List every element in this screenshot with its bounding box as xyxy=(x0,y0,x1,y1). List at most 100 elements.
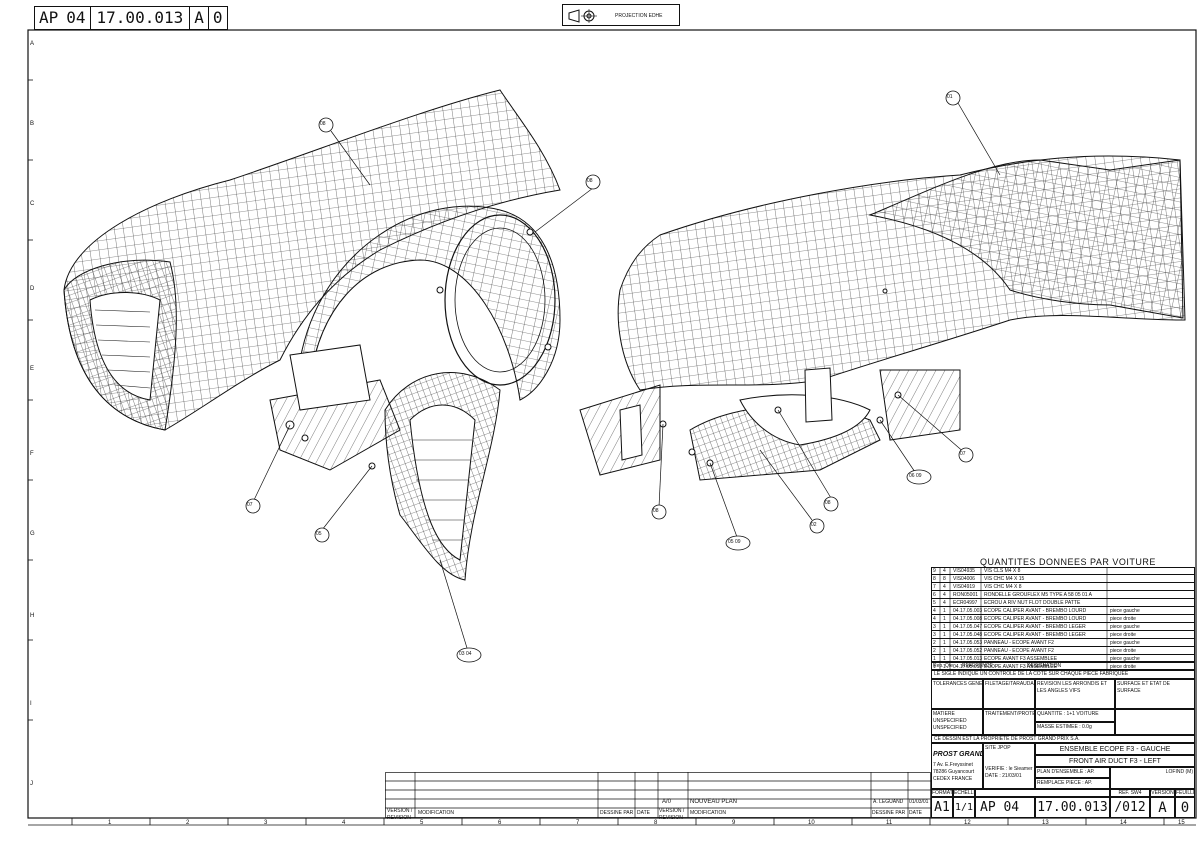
title-fr: ENSEMBLE ECOPE F3 - GAUCHE xyxy=(1035,743,1195,755)
balloon-05-09: 05 09 xyxy=(728,539,741,545)
matiere-label: MATIERE xyxy=(933,711,955,717)
bom-grid xyxy=(939,567,1108,671)
matiere-value-2: UNSPECIFIED xyxy=(933,725,967,731)
number-spacer xyxy=(975,789,1110,797)
ref-sw-label: REF. SW4 xyxy=(1110,789,1150,797)
bom-header-rep: Rep. xyxy=(933,663,944,669)
rev-col-version-right: VERSION / REVISION xyxy=(659,808,685,821)
balloon-08-top: 08 xyxy=(320,121,326,127)
revision-table-grid xyxy=(385,772,931,818)
date-label: DATE : 21/03/01 xyxy=(985,773,1022,779)
ref-sheet: 0 xyxy=(212,8,223,27)
row-label-i: I xyxy=(30,701,32,707)
projection-symbol-icon xyxy=(568,9,597,23)
control-note: LE SIGLE INDIQUE UN CONTROLE DE LA COTE … xyxy=(931,670,1195,679)
filetage-cell: FILETAGE/TARAUDAGE xyxy=(983,679,1035,709)
rev-entry-version: A/0 xyxy=(662,799,672,805)
empty-cell xyxy=(1115,709,1195,735)
col-label-9: 9 xyxy=(732,820,736,826)
tb-group: 04 xyxy=(1003,800,1020,815)
title-en: FRONT AIR DUCT F3 - LEFT xyxy=(1035,755,1195,767)
bom-header-designation: DESIGNATION xyxy=(1027,663,1062,669)
balloon-08-right-mid: 08 xyxy=(825,500,831,506)
ref-group: 04 xyxy=(62,7,91,29)
matiere-value-1: UNSPECIFIED xyxy=(933,718,967,724)
col-label-12: 12 xyxy=(964,820,971,826)
right-air-duct-assembly xyxy=(579,155,1186,481)
quantite-cell: QUANTITE : 1+1 VOITURE xyxy=(1035,709,1115,722)
revision-note-cell: REVISION LES ARRONDIS ET LES ANGLES VIFS xyxy=(1035,679,1115,709)
item-balloons xyxy=(245,90,974,663)
col-label-15: 15 xyxy=(1178,820,1185,826)
tb-ap-group: AP 04 xyxy=(975,797,1035,818)
surface-cell: SURFACE ET ETAT DE SURFACE xyxy=(1115,679,1195,709)
col-label-1: 1 xyxy=(108,820,112,826)
plan-ensemble: PLAN D'ENSEMBLE : AP. xyxy=(1035,767,1110,778)
rev-col-date-right: DATE xyxy=(909,810,922,816)
echelle-value: 1/1 xyxy=(953,797,975,818)
balloon-05-left: 05 xyxy=(316,531,322,537)
tb-ap: AP xyxy=(980,800,996,815)
row-label-c: C xyxy=(30,201,35,207)
rev-col-version-left: VERSION / REVISION xyxy=(387,808,413,821)
rev-entry-dessine: A. LEGUAND xyxy=(873,799,904,805)
lofind-cell: LOFIND (M) xyxy=(1110,767,1195,789)
left-air-duct-assembly xyxy=(63,89,561,581)
balloon-03-04: 03 04 xyxy=(459,651,472,657)
matiere-cell: MATIERE UNSPECIFIED UNSPECIFIED xyxy=(931,709,983,735)
balloon-07-right: 07 xyxy=(960,451,966,457)
tb-number: 17.00.013 xyxy=(1035,797,1110,818)
rev-entry-modif: NOUVEAU PLAN xyxy=(690,799,738,805)
drawing-reference-box: AP 04 17.00.013 A 0 xyxy=(34,6,228,30)
balloon-08-right: 08 xyxy=(587,178,593,184)
tolerances-cell: TOLERANCES GENERALES xyxy=(931,679,983,709)
balloon-06-09: 06 09 xyxy=(909,473,922,479)
balloon-02: 02 xyxy=(811,522,817,528)
col-label-11: 11 xyxy=(886,820,893,826)
company-cell: PROST GRAND PRIX 7 Av. E.Freyssinet 7828… xyxy=(931,743,983,789)
projection-box: PROJECTION EDHE xyxy=(562,4,680,26)
balloon-07-left: 07 xyxy=(247,502,253,508)
format-value: A1 xyxy=(931,797,953,818)
col-label-2: 2 xyxy=(186,820,190,826)
tb-sheet: 0 xyxy=(1175,797,1195,818)
projection-label: PROJECTION EDHE xyxy=(615,13,663,19)
traitement-cell: TRAITEMENT/PROTECTION xyxy=(983,709,1035,735)
company-logo: PROST GRAND PRIX xyxy=(933,751,983,758)
bom-title: QUANTITES DONNEES PAR VOITURE xyxy=(980,557,1156,567)
row-label-j: J xyxy=(30,781,33,787)
col-label-14: 14 xyxy=(1120,820,1127,826)
col-label-6: 6 xyxy=(498,820,502,826)
verifie-label: VERIFIE : le Sieamer xyxy=(985,766,1033,772)
site-label: SITE JPOP xyxy=(985,745,1011,751)
ref-version: A xyxy=(190,7,209,29)
bom-header-row: Rep. Qte REFERENCE DESIGNATION xyxy=(931,661,1195,670)
rev-col-dessine-left: DESSINE PAR xyxy=(600,810,634,816)
col-label-4: 4 xyxy=(342,820,346,826)
rev-col-modif-right: MODIFICATION xyxy=(690,810,727,816)
echelle-label: ECHELLE xyxy=(953,789,975,797)
bom-header-ref: REFERENCE xyxy=(962,663,993,669)
col-label-13: 13 xyxy=(1042,820,1049,826)
ref-prefix: AP xyxy=(39,8,59,27)
row-label-d: D xyxy=(30,286,35,292)
format-label: FORMAT xyxy=(931,789,953,797)
row-label-e: E xyxy=(30,366,35,372)
property-note: CE DESSIN EST LA PROPRIETE DE PROST GRAN… xyxy=(931,735,1195,743)
tb-version: A xyxy=(1150,797,1175,818)
balloon-08-right-low: 08 xyxy=(653,508,659,514)
col-label-7: 7 xyxy=(576,820,580,826)
masse-cell: MASSE ESTIMEE : 0.0g xyxy=(1035,722,1115,735)
